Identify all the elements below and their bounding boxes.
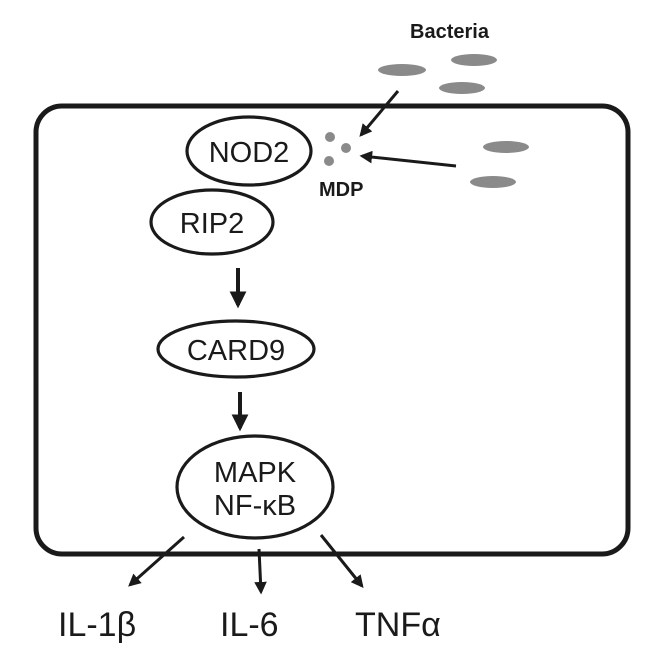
output-il6: IL-6 [220, 606, 279, 644]
node-mapk-nfkb: MAPK NF-κB [175, 434, 335, 540]
arrow-bacteria-to-mdp [359, 90, 400, 137]
arrow-to-il1b [128, 535, 185, 587]
cell-membrane [33, 103, 631, 557]
node-rip2-label: RIP2 [180, 208, 244, 240]
arrow-bacteria-to-mdp [359, 150, 457, 168]
node-nod2-label: NOD2 [209, 137, 290, 169]
bacterium [470, 176, 516, 188]
mdp-label: MDP [319, 179, 363, 201]
bacterium [483, 141, 529, 153]
bacteria-group [378, 54, 529, 188]
arrow-to-il6 [254, 548, 267, 595]
bacterium [378, 64, 426, 76]
mdp-particle [324, 156, 334, 166]
mdp-particle [325, 132, 335, 142]
output-il1b: IL-1β [58, 606, 136, 644]
bacteria-label: Bacteria [410, 21, 490, 43]
arrow-to-tnfa [319, 534, 364, 588]
node-rip2: RIP2 [149, 188, 275, 256]
bacterium [451, 54, 497, 66]
node-mapk-label: MAPK [214, 457, 297, 489]
node-nfkb-label: NF-κB [214, 490, 296, 522]
node-nod2: NOD2 [185, 115, 313, 187]
bacterium [439, 82, 485, 94]
node-card9: CARD9 [156, 319, 316, 379]
output-tnfa: TNFα [355, 606, 441, 644]
node-card9-label: CARD9 [187, 335, 285, 367]
mdp-particle [341, 143, 351, 153]
mdp-particles [324, 132, 351, 166]
